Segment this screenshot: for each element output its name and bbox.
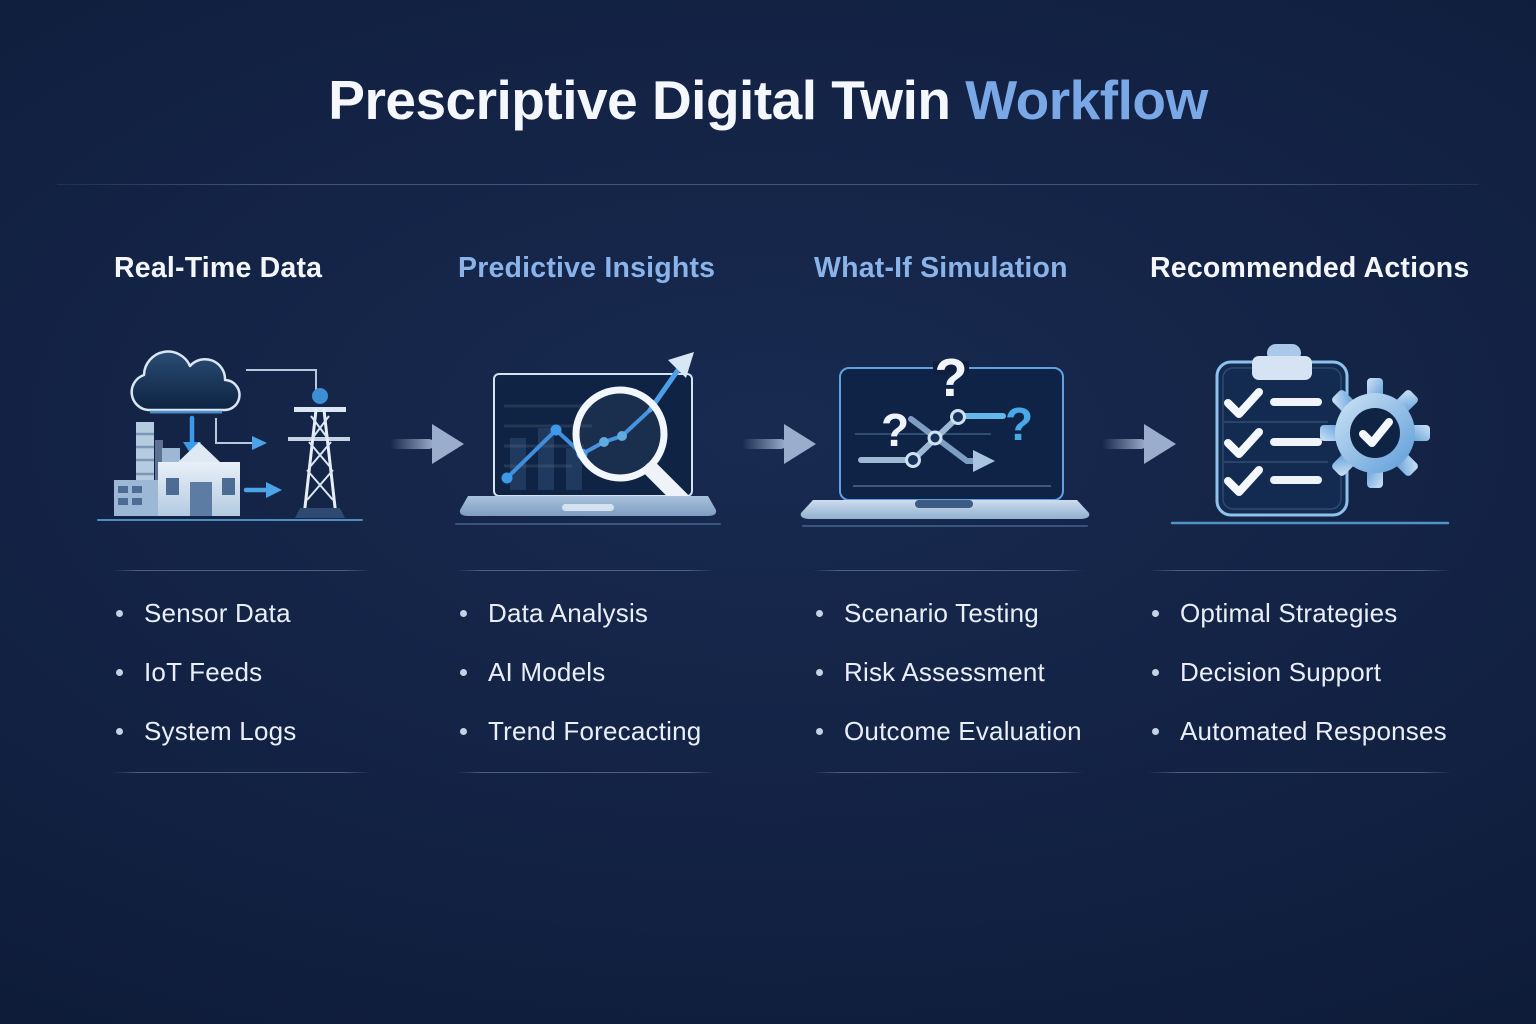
column-header: Predictive Insights: [458, 252, 716, 284]
bullet-dot-icon: [116, 610, 123, 617]
list-divider-bottom: [456, 772, 714, 773]
bullet-dot-icon: [460, 728, 467, 735]
bullet-dot-icon: [1152, 610, 1159, 617]
flow-arrow-icon: [388, 418, 466, 470]
feature-list: Data Analysis AI Models Trend Forecactin…: [460, 584, 728, 761]
bullet-dot-icon: [816, 610, 823, 617]
list-item: System Logs: [116, 702, 384, 761]
laptop-chart-magnifier-icon: [452, 330, 724, 535]
bullet-dot-icon: [816, 669, 823, 676]
list-item-label: System Logs: [144, 716, 297, 746]
svg-text:?: ?: [935, 348, 968, 408]
list-item: Scenario Testing: [816, 584, 1098, 643]
bullet-dot-icon: [1152, 669, 1159, 676]
list-item: Trend Forecacting: [460, 702, 728, 761]
list-item-label: Trend Forecacting: [488, 716, 702, 746]
feature-list: Sensor Data IoT Feeds System Logs: [116, 584, 384, 761]
svg-text:?: ?: [881, 404, 909, 456]
feature-list: Scenario Testing Risk Assessment Outcome…: [816, 584, 1098, 761]
list-divider-bottom: [1148, 772, 1452, 773]
header-divider: [57, 184, 1479, 185]
list-item: IoT Feeds: [116, 643, 384, 702]
clipboard-checklist-gear-icon: [1160, 330, 1460, 535]
page-title-accent: Workflow: [965, 69, 1208, 131]
list-item: Outcome Evaluation: [816, 702, 1098, 761]
flow-arrow-icon: [740, 418, 818, 470]
list-item-label: Decision Support: [1180, 657, 1382, 687]
list-divider-top: [456, 570, 714, 571]
list-item: Risk Assessment: [816, 643, 1098, 702]
list-divider-bottom: [812, 772, 1084, 773]
list-item-label: Outcome Evaluation: [844, 716, 1082, 746]
list-item-label: Risk Assessment: [844, 657, 1045, 687]
list-item: Optimal Strategies: [1152, 584, 1466, 643]
list-item-label: Automated Responses: [1180, 716, 1447, 746]
list-divider-top: [112, 570, 370, 571]
list-item: Decision Support: [1152, 643, 1466, 702]
list-divider-bottom: [112, 772, 370, 773]
list-divider-top: [812, 570, 1084, 571]
bullet-dot-icon: [116, 669, 123, 676]
list-item: Automated Responses: [1152, 702, 1466, 761]
list-item-label: Sensor Data: [144, 598, 291, 628]
list-item: AI Models: [460, 643, 728, 702]
bullet-dot-icon: [816, 728, 823, 735]
column-header: Recommended Actions: [1150, 252, 1470, 284]
column-header: Real-Time Data: [114, 252, 323, 284]
laptop-branching-questions-icon: ? ? ?: [795, 330, 1095, 535]
bullet-dot-icon: [460, 610, 467, 617]
list-item-label: IoT Feeds: [144, 657, 263, 687]
flow-arrow-icon: [1100, 418, 1178, 470]
cloud-factory-tower-icon: [96, 330, 368, 535]
list-item-label: AI Models: [488, 657, 606, 687]
list-item: Sensor Data: [116, 584, 384, 643]
svg-text:?: ?: [1005, 398, 1033, 450]
bullet-dot-icon: [116, 728, 123, 735]
list-item: Data Analysis: [460, 584, 728, 643]
column-predictive-insights: Predictive Insights: [455, 248, 728, 788]
list-divider-top: [1148, 570, 1452, 571]
column-recommended-actions: Recommended Actions: [1148, 248, 1470, 788]
column-real-time-data: Real-Time Data: [97, 248, 384, 788]
page-title-main: Prescriptive Digital Twin: [328, 69, 966, 131]
feature-list: Optimal Strategies Decision Support Auto…: [1152, 584, 1466, 761]
list-item-label: Data Analysis: [488, 598, 649, 628]
list-item-label: Optimal Strategies: [1180, 598, 1398, 628]
page-title: Prescriptive Digital Twin Workflow: [0, 68, 1536, 132]
list-item-label: Scenario Testing: [844, 598, 1039, 628]
column-what-if-simulation: What-If Simulation: [800, 248, 1098, 788]
bullet-dot-icon: [1152, 728, 1159, 735]
column-header: What-If Simulation: [814, 252, 1068, 284]
bullet-dot-icon: [460, 669, 467, 676]
